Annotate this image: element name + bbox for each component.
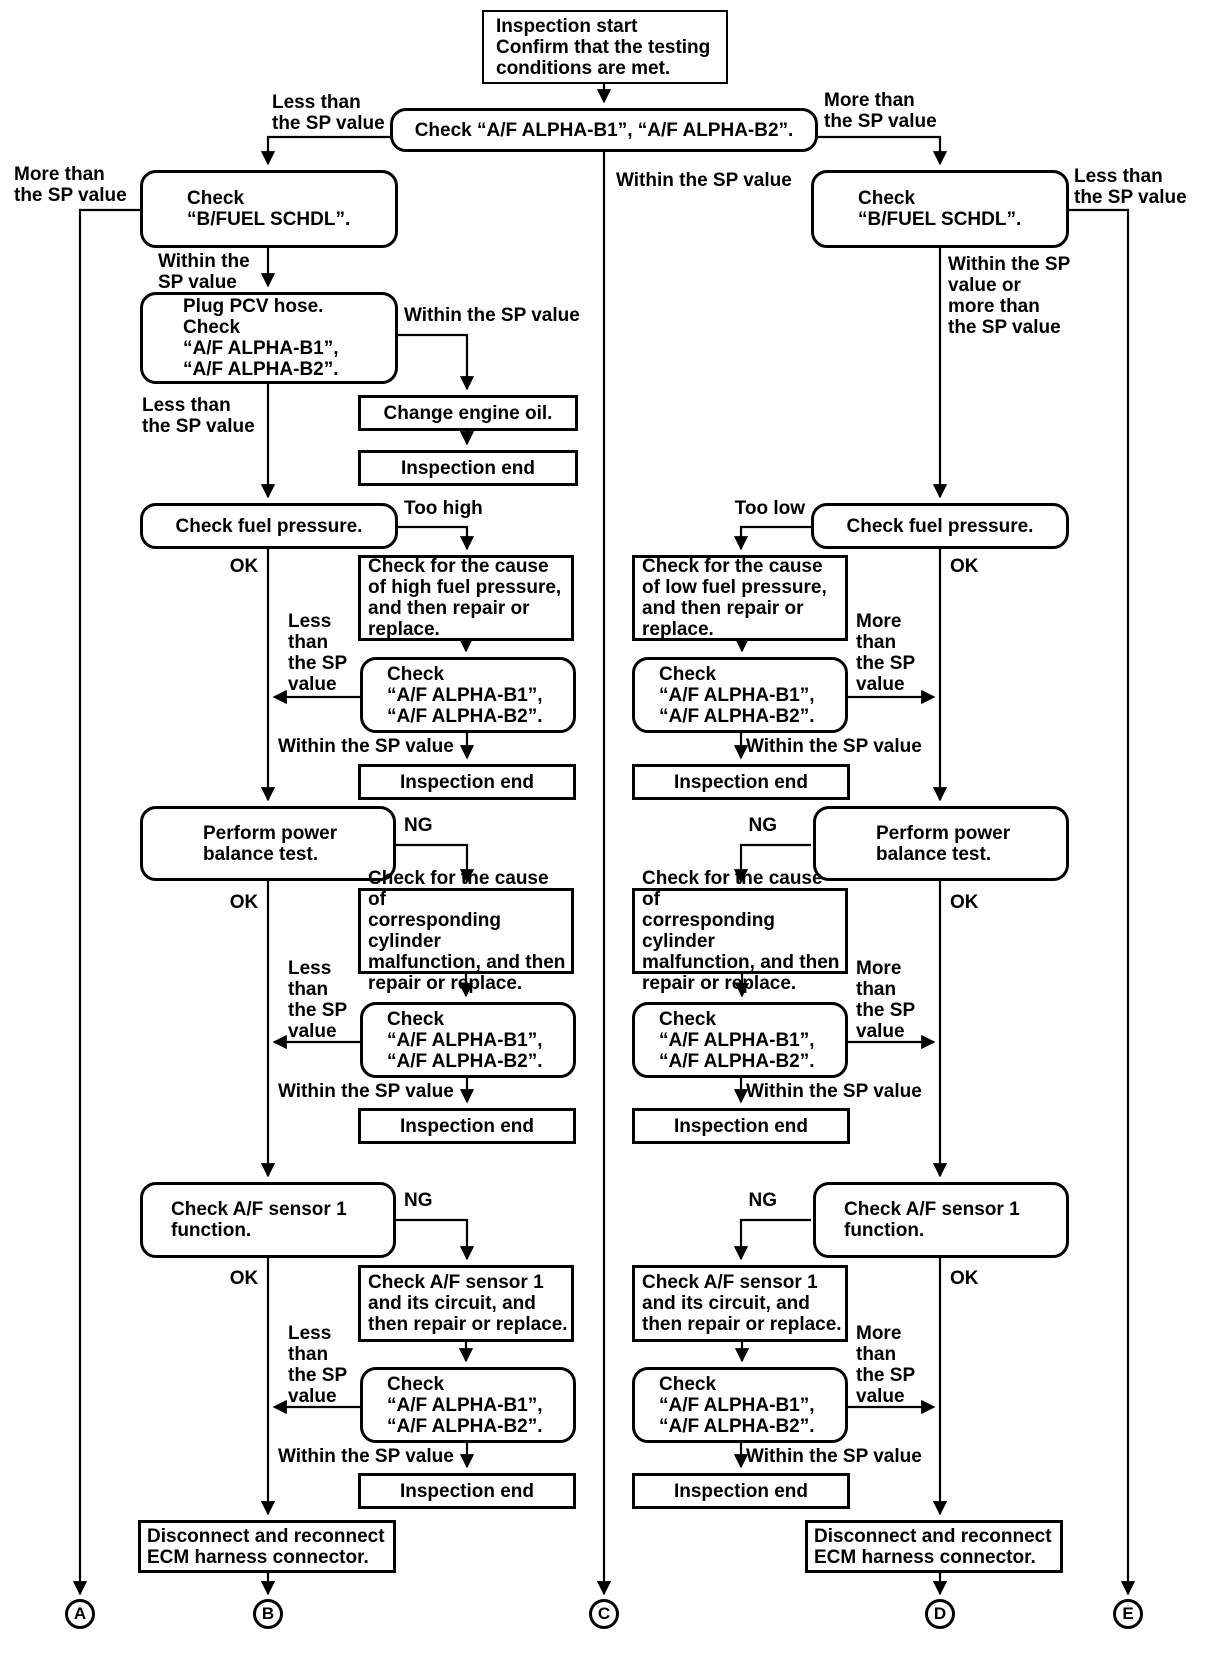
label-within-sp-alpha1-right: Within the SP value bbox=[746, 736, 922, 757]
node-inspection-end-3-right: Inspection end bbox=[632, 1108, 850, 1144]
label-less-stack-fuel: Less than the SP value bbox=[288, 611, 348, 695]
node-check-af-sensor-right: Check A/F sensor 1 function. bbox=[813, 1182, 1069, 1258]
label-ok-sensor-right: OK bbox=[950, 1268, 979, 1289]
label-less-than-pcv: Less than the SP value bbox=[142, 395, 255, 437]
node-check-alpha-right-3: Check “A/F ALPHA-B1”, “A/F ALPHA-B2”. bbox=[632, 1367, 848, 1443]
label-ng-power-left: NG bbox=[404, 815, 433, 836]
node-check-bfuel-left: Check “B/FUEL SCHDL”. bbox=[140, 170, 398, 248]
node-change-oil: Change engine oil. bbox=[358, 395, 578, 431]
label-ng-sensor-right: NG bbox=[748, 1190, 778, 1211]
connector-circle-c: C bbox=[589, 1599, 619, 1629]
node-check-alpha-left-1: Check “A/F ALPHA-B1”, “A/F ALPHA-B2”. bbox=[360, 657, 576, 733]
connector-circle-e: E bbox=[1113, 1599, 1143, 1629]
node-check-af-sensor-left: Check A/F sensor 1 function. bbox=[140, 1182, 396, 1258]
node-plug-pcv: Plug PCV hose. Check “A/F ALPHA-B1”, “A/… bbox=[140, 292, 398, 384]
label-within-sp-alpha2-left: Within the SP value bbox=[278, 1081, 454, 1102]
label-less-stack-power: Less than the SP value bbox=[288, 958, 348, 1042]
node-inspection-end-4-left: Inspection end bbox=[358, 1473, 576, 1509]
label-ng-sensor-left: NG bbox=[404, 1190, 433, 1211]
label-within-sp-alpha2-right: Within the SP value bbox=[746, 1081, 922, 1102]
label-ok-fuel-left: OK bbox=[229, 556, 259, 577]
label-ng-power-right: NG bbox=[748, 815, 778, 836]
label-more-stack-fuel: More than the SP value bbox=[856, 611, 916, 695]
label-within-sp-alpha3-right: Within the SP value bbox=[746, 1446, 922, 1467]
node-inspection-start: Inspection start Confirm that the testin… bbox=[482, 10, 728, 84]
label-within-sp-left: Within the SP value bbox=[158, 251, 250, 293]
node-cause-cylinder-left: Check for the cause of corresponding cyl… bbox=[358, 868, 574, 994]
node-cause-low-fuel: Check for the cause of low fuel pressure… bbox=[632, 555, 848, 641]
node-check-bfuel-right: Check “B/FUEL SCHDL”. bbox=[811, 170, 1069, 248]
label-too-high: Too high bbox=[404, 498, 483, 519]
label-more-stack-power: More than the SP value bbox=[856, 958, 916, 1042]
label-within-or-more-right: Within the SP value or more than the SP … bbox=[948, 254, 1071, 338]
label-too-low: Too low bbox=[734, 498, 805, 519]
node-power-balance-right: Perform power balance test. bbox=[813, 806, 1069, 881]
label-less-than-top-left: Less than the SP value bbox=[272, 92, 385, 134]
label-within-sp-center: Within the SP value bbox=[616, 170, 792, 191]
node-inspection-end-2-left: Inspection end bbox=[358, 764, 576, 800]
label-within-sp-pcv: Within the SP value bbox=[404, 305, 580, 326]
label-ok-power-left: OK bbox=[229, 892, 259, 913]
node-inspection-end-2-right: Inspection end bbox=[632, 764, 850, 800]
label-more-than-far-left: More than the SP value bbox=[14, 164, 127, 206]
label-less-stack-sensor: Less than the SP value bbox=[288, 1323, 348, 1407]
node-af-sensor-circuit-left: Check A/F sensor 1 and its circuit, and … bbox=[358, 1265, 574, 1342]
connector-circle-a: A bbox=[65, 1599, 95, 1629]
label-within-sp-alpha3-left: Within the SP value bbox=[278, 1446, 454, 1467]
node-power-balance-left: Perform power balance test. bbox=[140, 806, 396, 881]
node-check-alpha-left-3: Check “A/F ALPHA-B1”, “A/F ALPHA-B2”. bbox=[360, 1367, 576, 1443]
node-inspection-end-4-right: Inspection end bbox=[632, 1473, 850, 1509]
connector-circle-d: D bbox=[925, 1599, 955, 1629]
node-ecm-reconnect-right: Disconnect and reconnect ECM harness con… bbox=[805, 1520, 1063, 1573]
node-check-alpha-right-1: Check “A/F ALPHA-B1”, “A/F ALPHA-B2”. bbox=[632, 657, 848, 733]
node-check-alpha-left-2: Check “A/F ALPHA-B1”, “A/F ALPHA-B2”. bbox=[360, 1002, 576, 1078]
node-inspection-end-3-left: Inspection end bbox=[358, 1108, 576, 1144]
node-af-sensor-circuit-right: Check A/F sensor 1 and its circuit, and … bbox=[632, 1265, 848, 1342]
node-check-alpha-right-2: Check “A/F ALPHA-B1”, “A/F ALPHA-B2”. bbox=[632, 1002, 848, 1078]
label-ok-fuel-right: OK bbox=[950, 556, 979, 577]
label-within-sp-alpha1-left: Within the SP value bbox=[278, 736, 454, 757]
connector-circle-b: B bbox=[253, 1599, 283, 1629]
label-more-stack-sensor: More than the SP value bbox=[856, 1323, 916, 1407]
node-ecm-reconnect-left: Disconnect and reconnect ECM harness con… bbox=[138, 1520, 396, 1573]
node-check-fuel-pressure-left: Check fuel pressure. bbox=[140, 503, 398, 549]
label-ok-power-right: OK bbox=[950, 892, 979, 913]
label-less-than-far-right: Less than the SP value bbox=[1074, 166, 1187, 208]
node-cause-cylinder-right: Check for the cause of corresponding cyl… bbox=[632, 868, 848, 994]
node-check-alpha-top: Check “A/F ALPHA-B1”, “A/F ALPHA-B2”. bbox=[390, 108, 818, 152]
node-cause-high-fuel: Check for the cause of high fuel pressur… bbox=[358, 555, 574, 641]
label-more-than-top-right: More than the SP value bbox=[824, 90, 937, 132]
node-inspection-end-1: Inspection end bbox=[358, 450, 578, 486]
node-check-fuel-pressure-right: Check fuel pressure. bbox=[811, 503, 1069, 549]
label-ok-sensor-left: OK bbox=[229, 1268, 259, 1289]
